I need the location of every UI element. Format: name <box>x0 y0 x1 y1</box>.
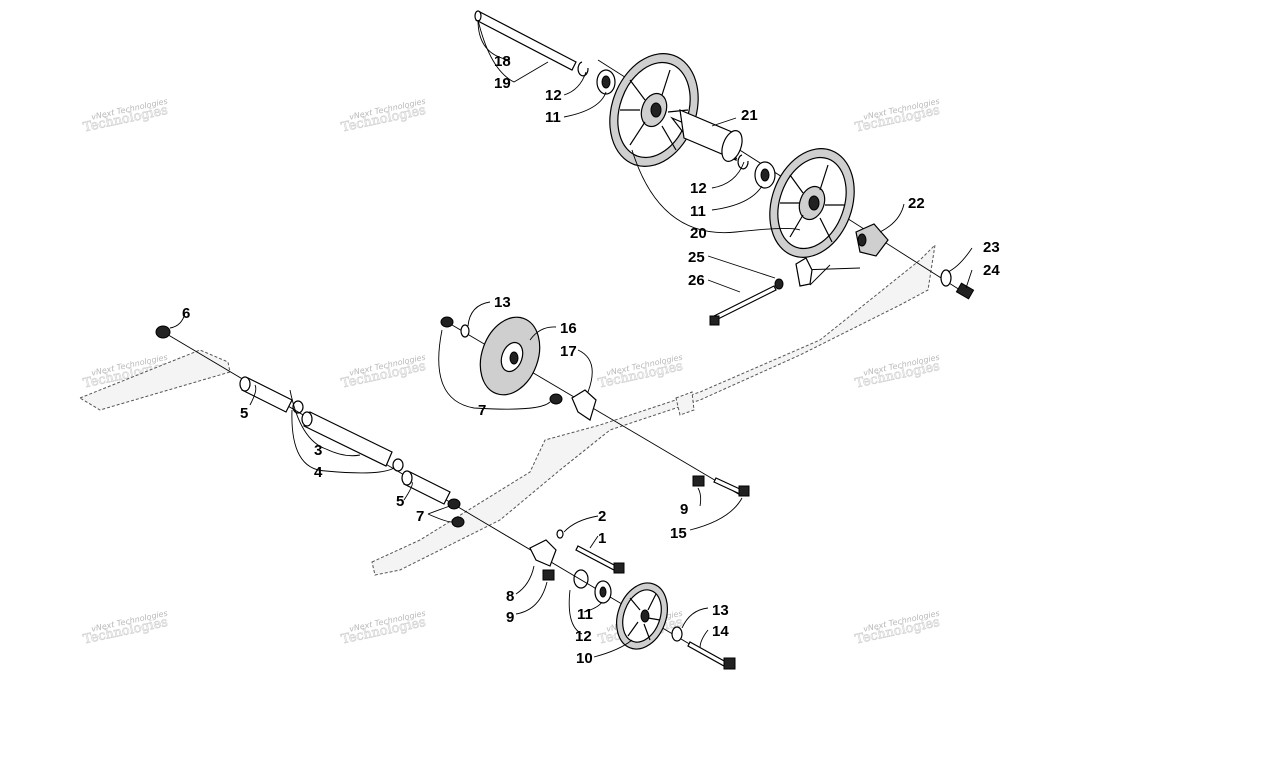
label-16: 16 <box>560 320 577 337</box>
label-17: 17 <box>560 343 577 360</box>
label-15: 15 <box>670 525 687 542</box>
cross-shaft-assembly <box>155 316 750 581</box>
label-8: 8 <box>506 588 514 605</box>
watermark: Technologies vNext Technologies <box>82 97 170 136</box>
bolt-1 <box>575 545 625 574</box>
spacer-tube <box>670 109 743 162</box>
washer-13-upper <box>460 324 470 338</box>
label-24: 24 <box>983 262 1000 279</box>
watermark: Technologies vNext Technologies <box>340 609 428 648</box>
label-2: 2 <box>598 508 606 525</box>
bearing-upper-left <box>596 69 616 95</box>
label-4: 4 <box>314 464 323 481</box>
bolt-9-upper <box>692 475 705 487</box>
upper-idler-assembly <box>474 10 975 326</box>
label-14: 14 <box>712 623 729 640</box>
watermark: Technologies vNext Technologies <box>597 353 685 392</box>
label-9: 9 <box>506 609 514 626</box>
label-11: 11 <box>690 203 706 220</box>
label-12: 12 <box>545 87 562 104</box>
shaft-18 <box>474 10 577 71</box>
snap-ring-lower <box>573 569 589 589</box>
label-11: 11 <box>545 109 561 126</box>
watermark: Technologies vNext Technologies <box>854 353 942 392</box>
watermark: Technologies vNext Technologies <box>854 609 942 648</box>
label-13: 13 <box>712 602 729 619</box>
watermark: Technologies vNext Technologies <box>82 609 170 648</box>
snap-ring <box>577 61 589 77</box>
end-cap <box>855 223 889 257</box>
bearing-upper-right <box>754 161 776 189</box>
nut-13-upper <box>440 316 454 328</box>
left-rail-segment <box>78 349 231 411</box>
label-13: 13 <box>494 294 511 311</box>
label-7: 7 <box>478 402 486 419</box>
watermark: Technologies vNext Technologies <box>340 97 428 136</box>
nut-7 <box>447 498 461 510</box>
spacer-5-left <box>239 376 293 413</box>
axis-lines <box>164 59 961 669</box>
part-labels: 18 19 12 11 21 12 11 20 22 25 26 23 24 6… <box>182 53 1000 667</box>
label-1: 1 <box>598 530 606 547</box>
snap-ring-right <box>737 154 749 170</box>
bolt-14 <box>687 641 736 670</box>
label-6: 6 <box>182 305 190 322</box>
main-rail <box>371 243 936 576</box>
bracket-17 <box>571 389 597 421</box>
spacer-5-right <box>401 470 451 505</box>
washer-13-lower <box>671 626 683 642</box>
watermark: Technologies vNext Technologies <box>340 353 428 392</box>
nut-25 <box>774 278 784 290</box>
bolt-24 <box>955 282 975 300</box>
label-22: 22 <box>908 195 925 212</box>
label-21: 21 <box>741 107 758 124</box>
idler-wheel-left <box>609 53 699 167</box>
idler-wheel-16 <box>479 316 541 396</box>
ring-4-left <box>292 400 304 414</box>
washer-2 <box>556 529 564 539</box>
label-19: 19 <box>494 75 511 92</box>
idler-wheel-10 <box>616 582 668 650</box>
label-3: 3 <box>314 442 322 459</box>
label-12: 12 <box>575 628 592 645</box>
label-23: 23 <box>983 239 1000 256</box>
slide-rails <box>78 243 936 576</box>
ring-4-right <box>392 458 404 472</box>
label-9: 9 <box>680 501 688 518</box>
shaft-3 <box>301 411 393 467</box>
label-26: 26 <box>688 272 705 289</box>
bolt-26 <box>709 285 777 326</box>
rail-tab <box>675 391 695 416</box>
watermark: Technologies vNext Technologies <box>854 97 942 136</box>
idler-wheel-right <box>769 148 855 258</box>
label-5: 5 <box>240 405 248 422</box>
nut-6 <box>155 325 171 339</box>
washer-23 <box>940 269 952 287</box>
upper-bracket <box>795 257 813 287</box>
label-7: 7 <box>416 508 424 525</box>
lower-wheel-assembly <box>573 569 736 670</box>
label-18: 18 <box>494 53 511 70</box>
bolt-15 <box>713 477 750 497</box>
label-20: 20 <box>690 225 707 242</box>
label-12: 12 <box>690 180 707 197</box>
label-25: 25 <box>688 249 705 266</box>
label-5: 5 <box>396 493 404 510</box>
leader-lines <box>169 19 973 658</box>
bracket-8 <box>529 539 557 567</box>
label-10: 10 <box>576 650 593 667</box>
nut-7-upper <box>549 393 563 405</box>
bearing-lower <box>594 580 612 604</box>
label-11: 11 <box>577 606 593 623</box>
bolt-9-lower <box>542 569 555 581</box>
nut-7-second <box>451 516 465 528</box>
